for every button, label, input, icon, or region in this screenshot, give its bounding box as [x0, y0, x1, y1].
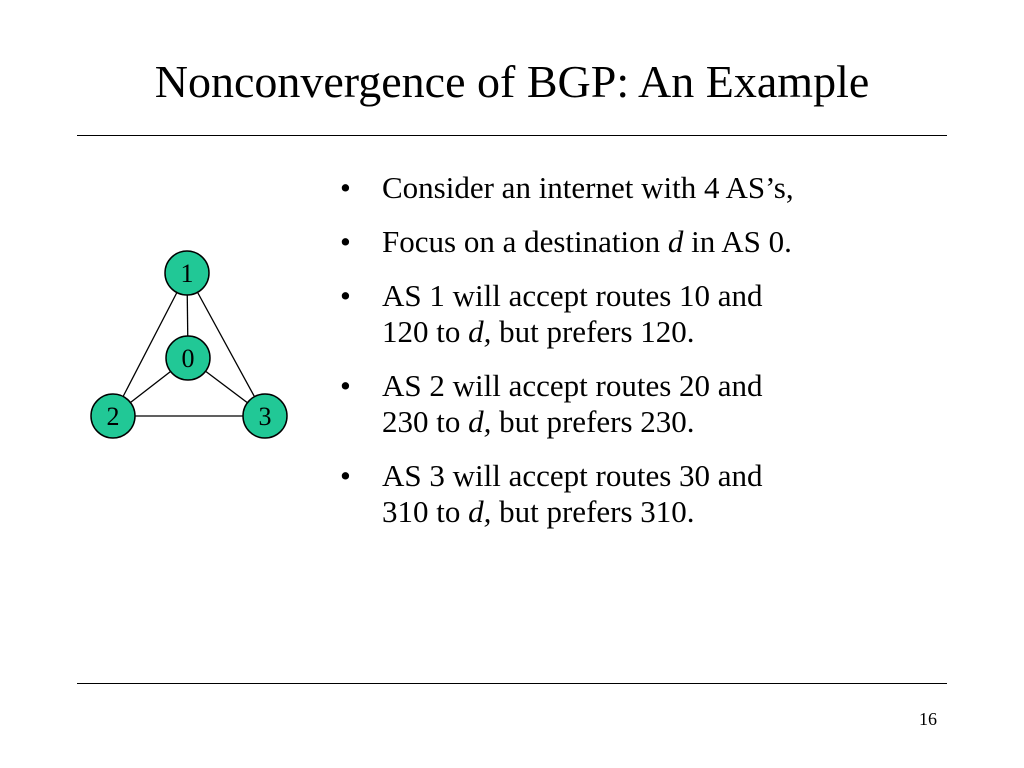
- footer-divider: [77, 683, 947, 684]
- bullet-item: • Focus on a destination d in AS 0.: [337, 224, 937, 260]
- bullet-segment: Consider an internet with 4 AS’s,: [382, 170, 794, 205]
- as-node-label: 3: [259, 402, 272, 431]
- as-node-2: 2: [90, 393, 136, 439]
- bullet-dot-icon: •: [340, 278, 351, 313]
- bullet-text: AS 3 will accept routes 30 and 310 to d,…: [382, 458, 763, 529]
- bullet-item: • AS 1 will accept routes 10 and 120 to d…: [337, 278, 937, 350]
- bullet-segment: AS 1 will accept routes 10 and 120 to: [382, 278, 763, 349]
- as-node-label: 1: [181, 259, 194, 288]
- edge-1-2: [112, 272, 188, 417]
- bullet-segment: but prefers 310.: [491, 494, 695, 529]
- bullet-list: • Consider an internet with 4 AS’s, • Focus…: [337, 170, 937, 548]
- bullet-segment: Focus on a destination: [382, 224, 668, 259]
- bullet-italic-segment: d: [667, 224, 684, 259]
- as-node-circle: [242, 393, 288, 439]
- bullet-dot-icon: •: [340, 224, 351, 259]
- bullet-item: • AS 3 will accept routes 30 and 310 to d…: [337, 458, 937, 530]
- as-topology-diagram: 1 0 2 3: [90, 250, 288, 439]
- edge-1-3: [186, 272, 266, 417]
- as-node-label: 2: [107, 402, 120, 431]
- bullet-dot-icon: •: [340, 368, 351, 403]
- title-divider: [77, 135, 947, 136]
- bullet-segment: but prefers 120.: [491, 314, 695, 349]
- nodes-layer: 1 0 2 3: [90, 250, 288, 439]
- bullet-text: Focus on a destination d in AS 0.: [382, 224, 792, 259]
- bullet-segment: AS 2 will accept routes 20 and 230 to: [382, 368, 763, 439]
- bullet-italic-segment: d,: [468, 494, 492, 529]
- as-node-3: 3: [242, 393, 288, 439]
- bullet-text: AS 2 will accept routes 20 and 230 to d,…: [382, 368, 763, 439]
- bullet-dot-icon: •: [340, 458, 351, 493]
- bullet-dot-icon: •: [340, 170, 351, 205]
- bullet-segment: but prefers 230.: [491, 404, 695, 439]
- bullet-item: • AS 2 will accept routes 20 and 230 to d…: [337, 368, 937, 440]
- as-node-label: 0: [182, 344, 195, 373]
- slide-title: Nonconvergence of BGP: An Example: [154, 56, 870, 107]
- bullet-segment: AS 3 will accept routes 30 and 310 to: [382, 458, 763, 529]
- as-node-0: 0: [165, 335, 211, 381]
- bullet-item: • Consider an internet with 4 AS’s,: [337, 170, 937, 206]
- as-node-circle: [90, 393, 136, 439]
- as-node-circle: [164, 250, 210, 296]
- bullet-italic-segment: d,: [468, 404, 492, 439]
- bullet-segment: in AS 0.: [683, 224, 792, 259]
- bullet-text: Consider an internet with 4 AS’s,: [382, 170, 794, 205]
- bullet-italic-segment: d,: [468, 314, 492, 349]
- as-node-1: 1: [164, 250, 210, 296]
- slide-number: 16: [919, 709, 937, 729]
- bullet-text: AS 1 will accept routes 10 and 120 to d,…: [382, 278, 763, 349]
- as-node-circle: [165, 335, 211, 381]
